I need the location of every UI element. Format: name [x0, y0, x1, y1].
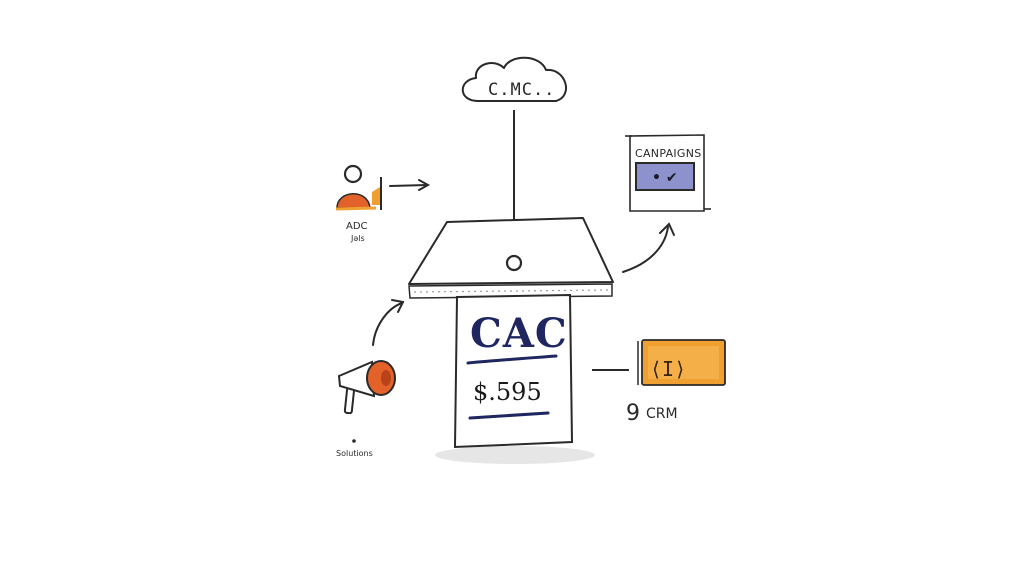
arrow-to-campaigns: [622, 226, 669, 273]
arrow-from-ads: [389, 184, 428, 187]
campaigns-widget-text: • ✔: [652, 170, 678, 186]
ads-sublabel: Jǝls: [351, 234, 365, 243]
crm-label: CRM: [646, 406, 678, 422]
kiosk-roof: [408, 217, 614, 285]
campaigns-title: CANPAIGNS: [635, 147, 702, 160]
solutions-label: Solutions: [336, 449, 373, 458]
cloud-label: C.MC..: [488, 80, 556, 100]
cac-value-underline: [468, 411, 550, 420]
megaphone-icon: [337, 360, 396, 415]
campaigns-widget: [635, 162, 695, 191]
ring-icon: [505, 254, 523, 272]
cac-title: CAC: [470, 310, 568, 357]
arrow-from-megaphone: [372, 302, 403, 346]
crm-number: 9: [626, 401, 640, 426]
cac-card: [453, 293, 574, 449]
crm-label-group: 9 CRM: [626, 401, 678, 426]
card-shadow: [435, 446, 595, 464]
person-icon: [335, 164, 382, 211]
solutions-dot: [352, 439, 356, 443]
ads-label: ADC: [346, 221, 368, 232]
cac-underline: [466, 354, 558, 365]
crm-badge-text: ⟨I⟩: [650, 357, 687, 381]
cac-value: $.595: [473, 378, 542, 406]
cloud-icon: [461, 56, 567, 102]
